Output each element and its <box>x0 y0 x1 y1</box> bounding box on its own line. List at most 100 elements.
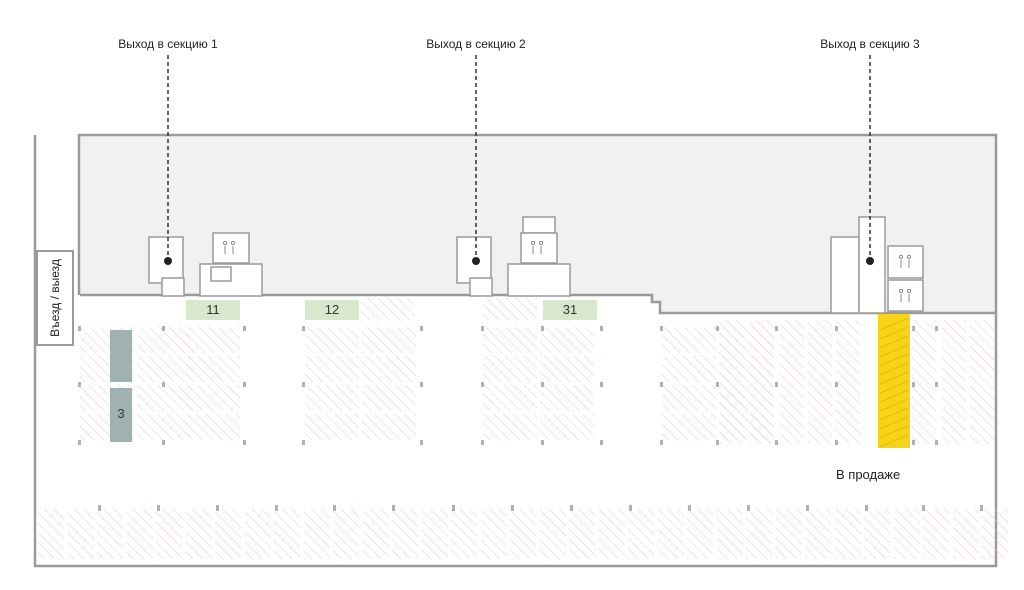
pillar <box>243 326 246 331</box>
pillar <box>865 505 868 511</box>
pillar <box>78 440 81 445</box>
pillar <box>333 505 336 511</box>
pillar <box>629 505 632 511</box>
spot-11[interactable] <box>186 300 240 320</box>
entrance-label: Въезд / выезд <box>48 259 62 337</box>
parking-spot <box>186 414 240 440</box>
parking-spot <box>540 509 566 559</box>
parking-spot <box>361 298 415 320</box>
spot-number-31: 31 <box>562 302 578 317</box>
spot-number-3: 3 <box>117 406 125 421</box>
parking-spot <box>687 509 713 559</box>
parking-spot <box>942 320 966 444</box>
parking-spot <box>510 509 536 559</box>
parking-spot <box>658 509 684 559</box>
pillar <box>420 326 423 331</box>
parking-spot <box>305 385 359 411</box>
sold-spots <box>110 330 132 442</box>
pillar <box>600 440 603 445</box>
parking-spot <box>662 385 716 411</box>
pillar <box>452 505 455 511</box>
parking-spot <box>304 509 330 559</box>
parking-spot <box>186 327 240 353</box>
pillar <box>78 326 81 331</box>
available-spots <box>186 300 597 320</box>
parking-spot <box>662 356 716 382</box>
parking-spot <box>362 385 416 411</box>
parking-spot <box>156 509 182 559</box>
parking-spot <box>483 385 537 411</box>
parking-spot <box>540 385 594 411</box>
parking-spot <box>362 414 416 440</box>
entrance-sign: Въезд / выезд <box>36 250 74 346</box>
pillar <box>935 382 938 387</box>
pillar <box>600 326 603 331</box>
parking-spot <box>970 320 994 444</box>
pillar <box>688 505 691 511</box>
pillar <box>78 382 81 387</box>
pillar <box>716 382 719 387</box>
pillar <box>243 382 246 387</box>
parking-spot <box>540 356 594 382</box>
parking-spot <box>912 320 936 444</box>
pillar <box>98 505 101 511</box>
pillar <box>716 440 719 445</box>
pillar <box>922 505 925 511</box>
parking-spot <box>805 509 831 559</box>
spot-12[interactable] <box>305 300 359 320</box>
parking-spot <box>38 509 64 559</box>
spot-31[interactable] <box>543 300 597 320</box>
parking-spot <box>894 509 920 559</box>
parking-spot <box>540 414 594 440</box>
exit-dots <box>164 257 874 265</box>
pillar <box>600 382 603 387</box>
pillar <box>420 382 423 387</box>
parking-spot <box>186 356 240 382</box>
spot-3-upper[interactable] <box>110 330 132 382</box>
parking-spot <box>97 509 123 559</box>
pillar <box>806 505 809 511</box>
parking-spot <box>127 509 153 559</box>
pillar <box>511 505 514 511</box>
parking-spot <box>186 509 212 559</box>
parking-spot <box>481 509 507 559</box>
parking-spot <box>305 356 359 382</box>
parking-spot <box>137 385 191 411</box>
parking-spot <box>305 414 359 440</box>
parking-spot <box>422 509 448 559</box>
for-sale-label: В продаже <box>836 467 901 482</box>
pillar <box>570 505 573 511</box>
pillar <box>980 505 983 511</box>
parking-spot <box>776 509 802 559</box>
core-section-3 <box>830 216 924 314</box>
parking-spot <box>392 509 418 559</box>
parking-spot <box>333 509 359 559</box>
pillar <box>660 440 663 445</box>
pillar <box>660 382 663 387</box>
elevator-icon <box>222 240 236 254</box>
parking-spots <box>38 298 1008 559</box>
spot-for-sale[interactable] <box>878 314 910 448</box>
exit-label-section-2: Выход в секцию 2 <box>426 37 526 51</box>
parking-spot <box>835 509 861 559</box>
parking-spot <box>483 414 537 440</box>
parking-spot <box>363 509 389 559</box>
parking-spot <box>662 327 716 353</box>
parking-spot <box>274 509 300 559</box>
exit-label-section-3: Выход в секцию 3 <box>820 37 920 51</box>
parking-spot <box>569 509 595 559</box>
pillar <box>541 440 544 445</box>
parking-spot <box>982 509 1008 559</box>
parking-spot <box>923 509 949 559</box>
parking-spot <box>808 320 832 444</box>
pillar <box>775 382 778 387</box>
pillar <box>157 505 160 511</box>
spot-3[interactable] <box>110 388 132 442</box>
parking-spot <box>483 298 537 320</box>
pillar <box>481 440 484 445</box>
parking-spot <box>717 509 743 559</box>
parking-spot <box>720 320 744 444</box>
parking-spot <box>483 356 537 382</box>
parking-spot <box>362 327 416 353</box>
